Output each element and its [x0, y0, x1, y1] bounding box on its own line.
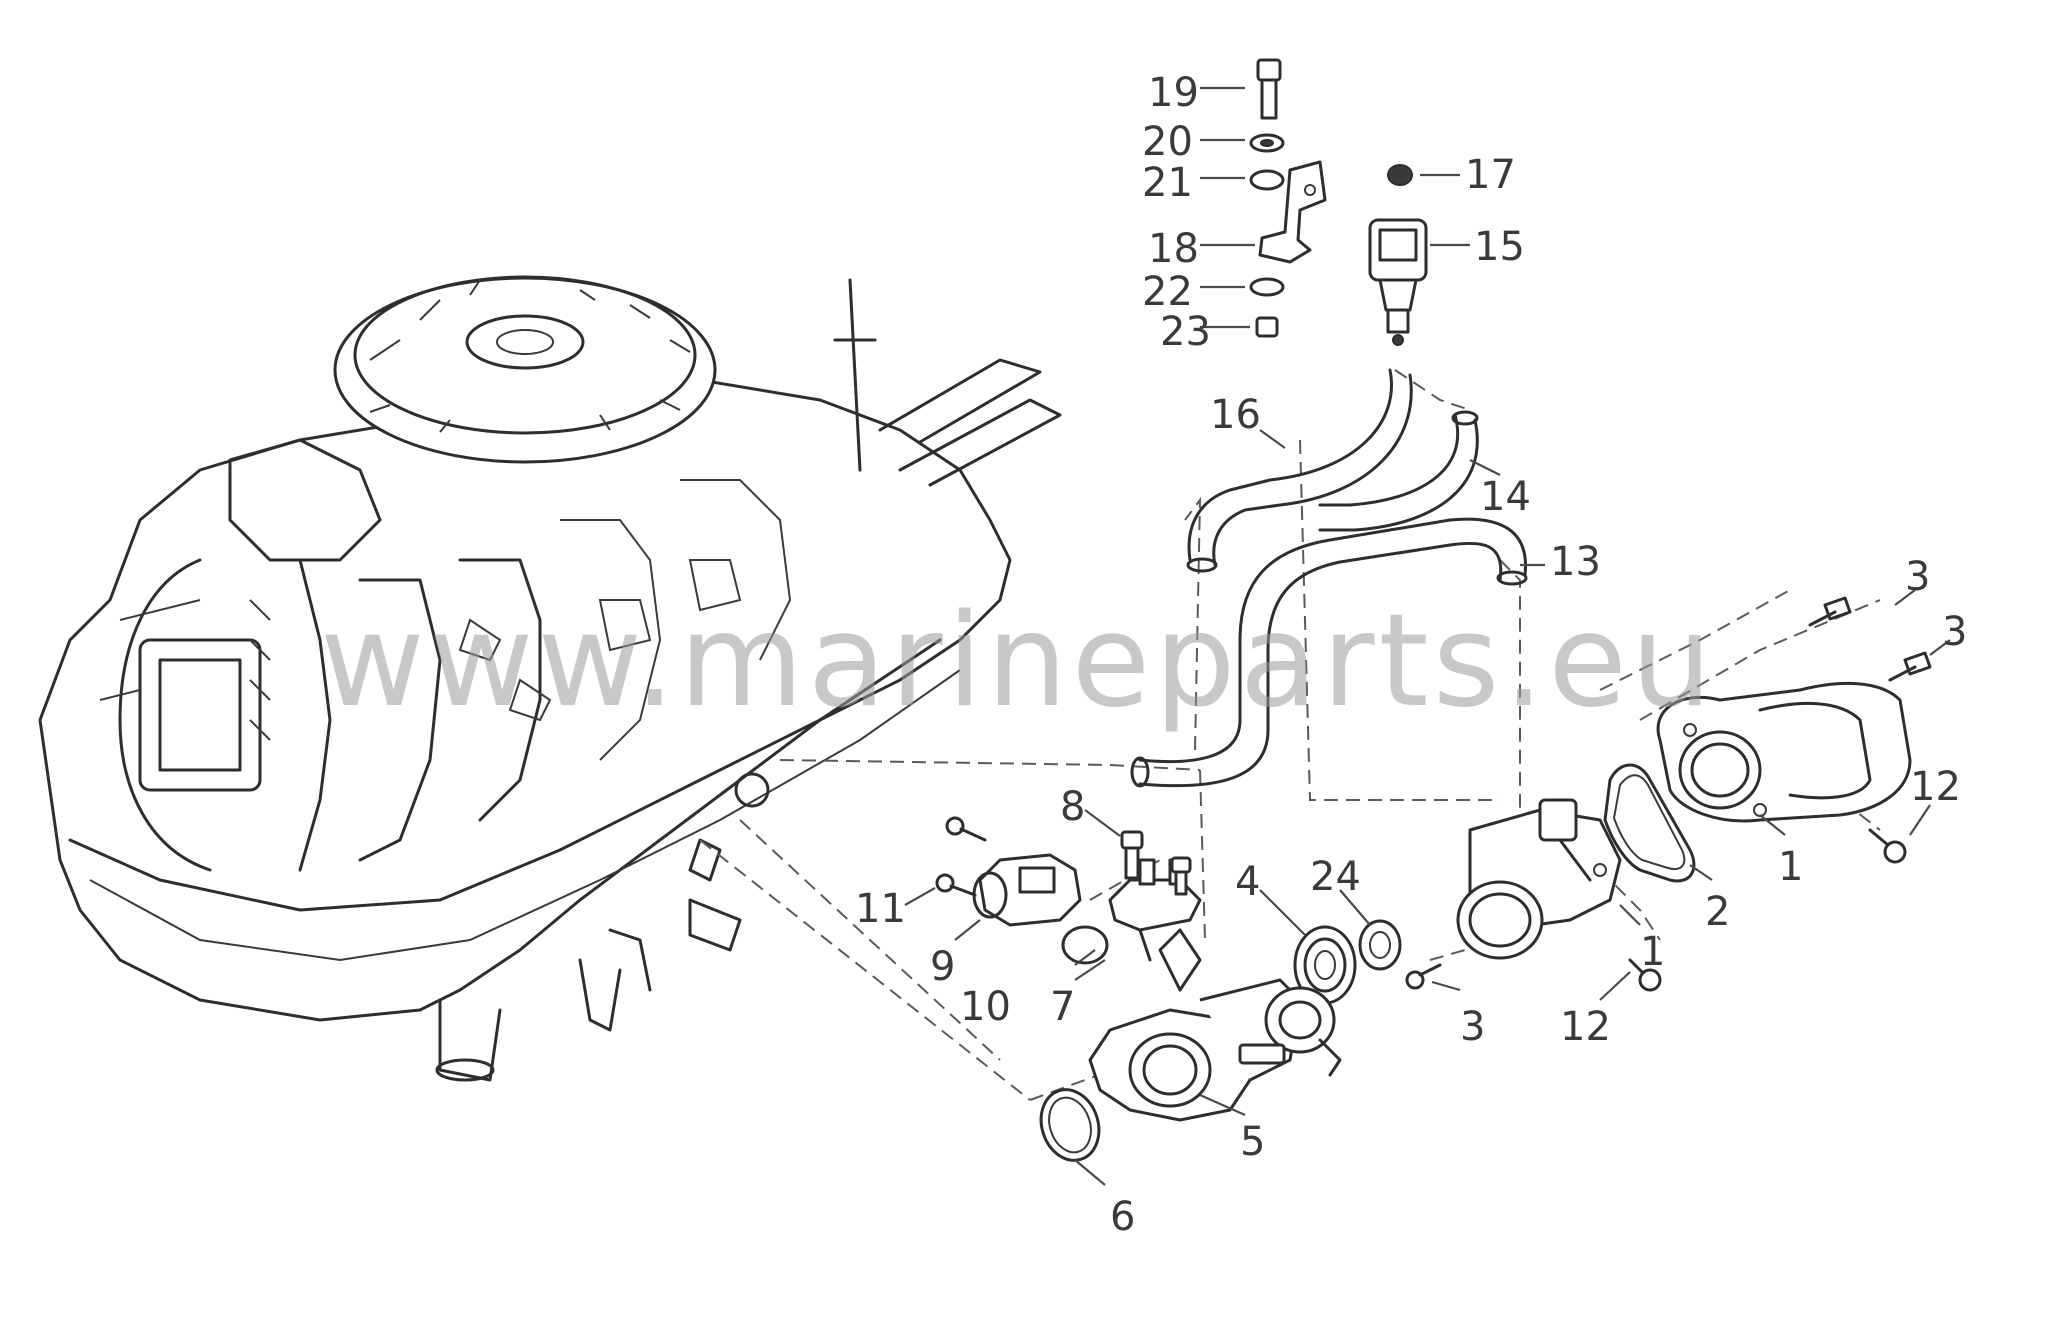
washer-22: [1249, 277, 1285, 297]
callout-2: 2: [1705, 889, 1730, 935]
screw-8b: [1170, 856, 1192, 896]
ring-24: [1358, 919, 1402, 971]
screw-12-lower: [1628, 958, 1662, 992]
screw-3-lower: [1888, 651, 1932, 682]
callout-3-right: 3: [1942, 609, 1967, 655]
oring-10: [1061, 925, 1109, 965]
engine-powerhead-drawing: [38, 275, 1062, 1082]
callout-labels: 19 20 21 18 22 23 17 15 16 14 13 3 3 12 …: [855, 70, 1967, 1240]
bracket-18: [1258, 160, 1327, 264]
callout-8: 8: [1060, 784, 1085, 830]
callout-3-bottom: 3: [1460, 1004, 1485, 1050]
screw-11-b: [935, 873, 977, 897]
callout-12-right: 12: [1910, 764, 1961, 810]
callout-17: 17: [1465, 152, 1516, 198]
callout-16: 16: [1210, 392, 1261, 438]
throttle-body-1: [1456, 798, 1622, 960]
callout-10: 10: [960, 984, 1011, 1030]
sensor-15: [1368, 218, 1428, 346]
callout-3-top: 3: [1905, 554, 1930, 600]
callout-21: 21: [1142, 160, 1193, 206]
screw-11-a: [945, 816, 987, 842]
callout-23: 23: [1160, 309, 1211, 355]
nut-23: [1255, 316, 1279, 338]
callout-1-lower: 1: [1640, 929, 1665, 975]
gasket-2: [1603, 763, 1696, 883]
callout-20: 20: [1142, 119, 1193, 165]
actuator-9: [972, 853, 1082, 927]
callout-22: 22: [1142, 269, 1193, 315]
washer-20: [1249, 133, 1285, 153]
callout-12-lower: 12: [1560, 1004, 1611, 1050]
screw-3-bottom: [1405, 963, 1442, 990]
hose-16: [1186, 368, 1413, 573]
callout-19: 19: [1148, 70, 1199, 116]
hose-14: [1318, 410, 1479, 532]
callout-4: 4: [1235, 859, 1260, 905]
callout-7: 7: [1050, 984, 1075, 1030]
callout-9: 9: [930, 944, 955, 990]
callout-15: 15: [1474, 224, 1525, 270]
callout-1-right: 1: [1778, 844, 1803, 890]
hose-13: [1130, 517, 1528, 788]
screw-12-right: [1868, 828, 1907, 864]
callout-18: 18: [1148, 226, 1199, 272]
screw-3-upper: [1808, 596, 1852, 627]
throttle-housing-5: [1088, 928, 1342, 1122]
callout-13: 13: [1550, 539, 1601, 585]
gasket-6: [1039, 1088, 1101, 1162]
cap-17: [1387, 164, 1413, 186]
callout-24: 24: [1310, 854, 1361, 900]
callout-5: 5: [1240, 1119, 1265, 1165]
intake-cover-1: [1656, 682, 1912, 823]
seal-4: [1293, 925, 1357, 1005]
leader-lines: [904, 86, 1951, 1186]
callout-11: 11: [855, 886, 906, 932]
callout-14: 14: [1480, 474, 1531, 520]
bolt-19: [1256, 58, 1282, 120]
washer-21: [1249, 169, 1285, 191]
screw-8: [1120, 830, 1144, 880]
watermark-text: www.marineparts.eu: [320, 587, 1716, 736]
callout-6: 6: [1110, 1194, 1135, 1240]
